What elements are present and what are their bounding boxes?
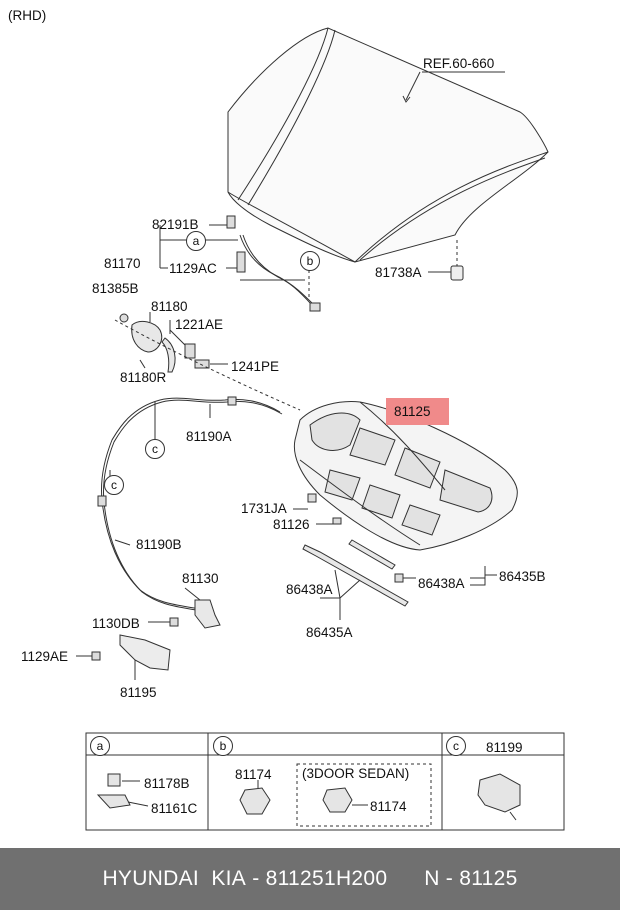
legend-a-circle: a [90,736,110,756]
part-label-81180[interactable]: 81180 [151,299,188,314]
part-label-86438A-right[interactable]: 86438A [418,576,465,591]
part-label-86435B[interactable]: 86435B [499,569,546,584]
hood-insulator [293,401,518,551]
footer-n-label: N - [424,867,460,890]
part-label-81190B[interactable]: 81190B [136,537,182,552]
latch-release [148,587,221,629]
legend-a-part1[interactable]: 81178B [144,776,190,791]
part-label-82191B[interactable]: 82191B [152,217,199,232]
part-label-1731JA[interactable]: 1731JA [241,501,287,516]
legend-c-part[interactable]: 81199 [486,740,523,755]
part-label-86435A[interactable]: 86435A [306,625,353,640]
legend-b-circle: b [213,736,233,756]
part-label-81385B[interactable]: 81385B [92,281,139,296]
footer-bar: HYUNDAI KIA - 811251H200 N - 81125 [0,848,620,910]
part-label-81190A[interactable]: 81190A [186,429,232,444]
hood-panel [227,27,549,263]
bumper-stop [428,240,464,281]
rhd-note: (RHD) [8,8,47,23]
part-label-81126[interactable]: 81126 [273,517,310,532]
footer-brand: HYUNDAI KIA [102,867,247,890]
callout-a[interactable]: a [186,231,206,251]
legend-a-part2[interactable]: 81161C [151,801,198,816]
part-label-81170[interactable]: 81170 [104,256,141,271]
callout-b[interactable]: b [300,251,320,271]
weatherstrips [302,539,497,620]
legend-c-circle: c [446,736,466,756]
guide-line-1 [114,319,301,411]
part-label-1221AE[interactable]: 1221AE [175,317,224,332]
release-cable [97,396,283,613]
highlighted-part-box [386,398,449,425]
ref-label: REF.60-660 [423,56,495,71]
ref-leader [405,71,421,101]
part-label-1130DB[interactable]: 1130DB [92,616,140,631]
part-label-86438A-left[interactable]: 86438A [286,582,333,597]
callout-c-upper[interactable]: c [145,439,165,459]
parts-diagram: (RHD) REF.60-660 82191B 81170 1129AC 817… [8,8,565,831]
callout-c-lower[interactable]: c [104,475,124,495]
diagram-drawing [76,27,565,831]
footer-gap [387,867,424,891]
part-label-81195[interactable]: 81195 [120,685,157,700]
part-label-1129AE[interactable]: 1129AE [21,649,69,664]
part-label-81738A[interactable]: 81738A [375,265,422,280]
legend-b-variant-label: (3DOOR SEDAN) [302,766,410,781]
footer-n-value: 81125 [459,867,518,890]
footer-separator: - [246,867,266,890]
hood-stay-assembly [159,215,321,312]
legend-b-part1[interactable]: 81174 [235,767,272,782]
legend-b-part2[interactable]: 81174 [370,799,407,814]
part-label-81125[interactable]: 81125 [394,404,431,419]
part-label-81130[interactable]: 81130 [182,571,219,586]
part-label-1241PE[interactable]: 1241PE [231,359,280,374]
part-label-81180R[interactable]: 81180R [120,370,167,385]
hood-latch-assembly [119,312,228,373]
footer-part-number: 811251H200 [265,867,388,890]
legend-table [85,732,565,831]
ref-arrow [402,95,411,103]
bracket [76,634,171,680]
part-label-1129AC[interactable]: 1129AC [169,261,217,276]
